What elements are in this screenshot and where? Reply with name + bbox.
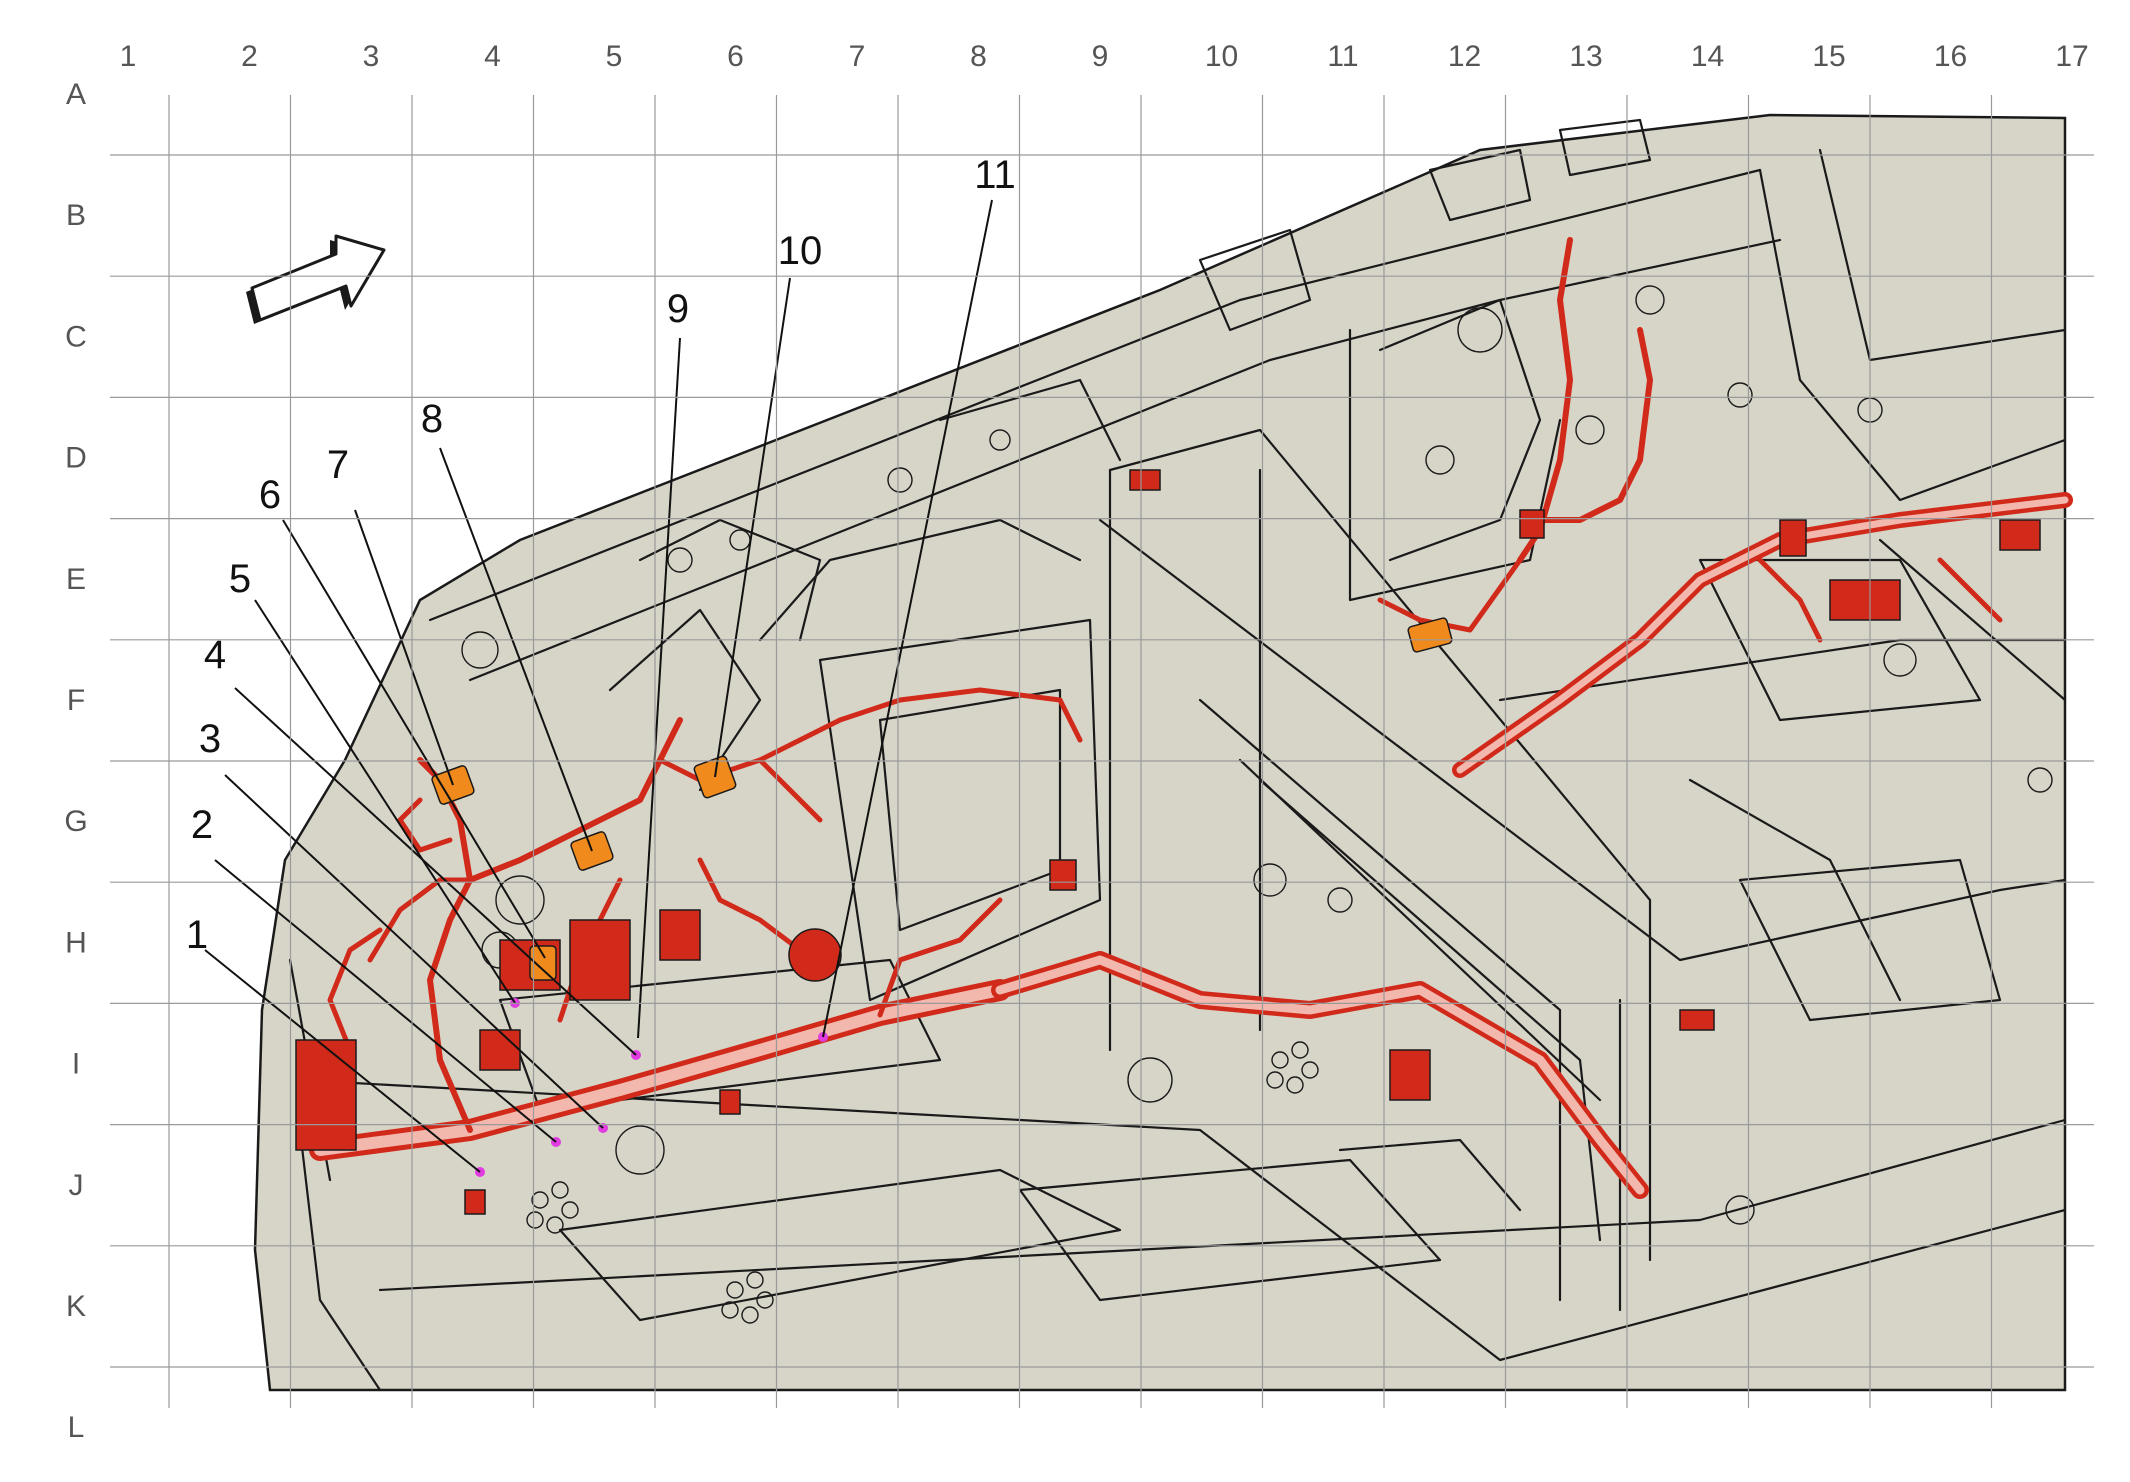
grid-row-label: I: [72, 1048, 80, 1081]
connector-block: [479, 1029, 521, 1071]
grid-column-label: 9: [1092, 40, 1109, 73]
grid-lines: [110, 95, 2094, 1408]
connector-block: [569, 919, 631, 1001]
orange-connector: [529, 945, 557, 981]
wiring-harness: [295, 237, 2073, 1215]
callout-number: 11: [974, 153, 1016, 197]
callout-number: 6: [259, 473, 281, 517]
grid-row-label: E: [66, 563, 86, 596]
harness-connectors: [295, 469, 2041, 1215]
grid-column-label: 13: [1569, 40, 1602, 73]
callout-number: 1: [186, 913, 208, 957]
callout-number: 2: [191, 803, 213, 847]
callout-number: 7: [327, 443, 349, 487]
bolt-pattern-left: [526, 1181, 579, 1234]
connector-block: [1829, 579, 1901, 621]
grid-column-label: 1: [120, 40, 137, 73]
callout-number: 3: [199, 717, 221, 761]
grid-row-label: F: [67, 684, 85, 717]
harness-main-trunk: [309, 979, 1011, 1161]
connector-block: [1679, 1009, 1715, 1031]
connector-block: [659, 909, 701, 961]
connector-block: [1999, 519, 2041, 551]
grid-column-label: 8: [970, 40, 987, 73]
callout-leaders: [204, 199, 993, 1173]
grid-column-label: 2: [241, 40, 258, 73]
callout-number: 9: [667, 287, 689, 331]
connector-round: [788, 928, 842, 982]
grid-row-label: J: [69, 1169, 84, 1202]
grid-row-label: B: [66, 199, 86, 232]
callout-number: 10: [778, 229, 823, 273]
grid-column-label: 4: [484, 40, 501, 73]
grid-row-label: G: [64, 805, 87, 838]
grid-column-label: 7: [849, 40, 866, 73]
grid-column-label: 14: [1691, 40, 1724, 73]
direction-arrow-icon: [246, 234, 386, 324]
grid-column-label: 16: [1934, 40, 1967, 73]
connector-block: [464, 1189, 486, 1215]
grid-row-label: C: [65, 320, 87, 353]
body-silhouette: [253, 113, 2067, 1392]
grid-column-label: 17: [2055, 40, 2088, 73]
connector-block: [719, 1089, 741, 1115]
grid-column-label: 6: [727, 40, 744, 73]
grid-row-label: D: [65, 442, 87, 475]
grid-column-label: 3: [363, 40, 380, 73]
harness-upper-right: [1452, 492, 2073, 778]
connector-block: [1049, 859, 1077, 891]
bolt-pattern-right: [1266, 1041, 1319, 1094]
connector-block: [1779, 519, 1807, 557]
vehicle-body: [253, 113, 2067, 1392]
connector-block: [1519, 509, 1545, 539]
grid-column-label: 12: [1448, 40, 1481, 73]
grid-column-label: 11: [1327, 40, 1358, 73]
callout-number: 5: [229, 557, 251, 601]
grid-column-label: 15: [1812, 40, 1845, 73]
bolt-pattern-mid: [721, 1271, 774, 1324]
callout-number: 8: [421, 397, 443, 441]
connector-block: [1389, 1049, 1431, 1101]
grid-column-label: 10: [1205, 40, 1238, 73]
callout-labels: 1 2 3 456 7 8 9 10 11: [186, 153, 1016, 957]
connector-block: [295, 1039, 357, 1151]
grid-row-label: H: [65, 926, 87, 959]
grid-row-label: A: [66, 78, 86, 111]
callout-number: 4: [204, 633, 226, 677]
grid-column-label: 5: [606, 40, 623, 73]
grid-row-label: K: [66, 1290, 86, 1323]
grid-row-label: L: [68, 1411, 85, 1444]
harness-center-branch: [991, 951, 1649, 1199]
connector-block: [1129, 469, 1161, 491]
